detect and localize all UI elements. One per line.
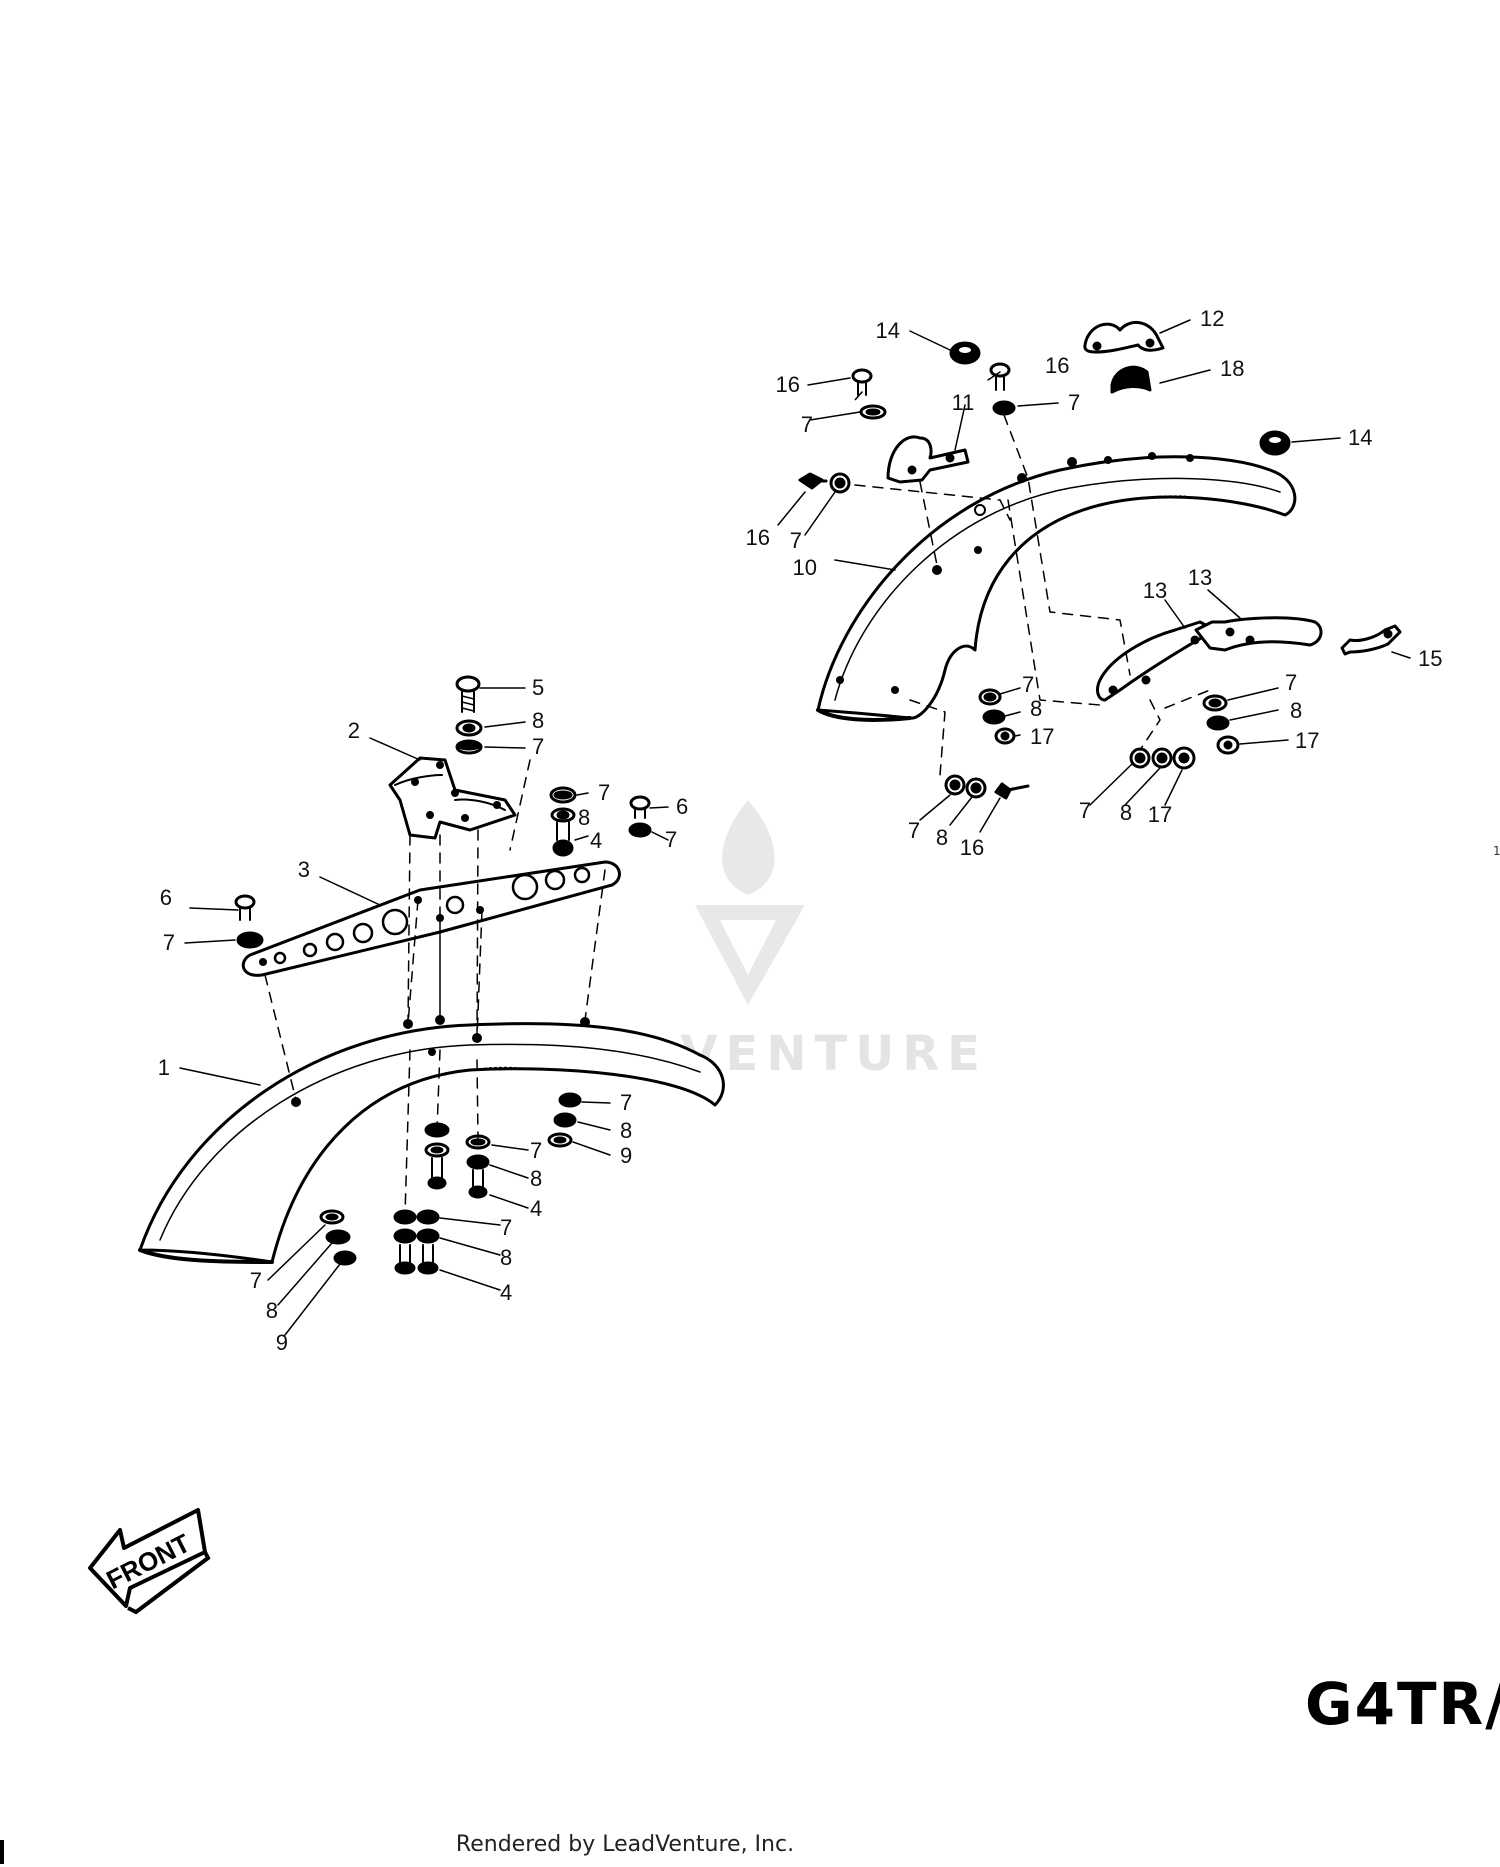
- callout-16-b: 16: [1045, 353, 1069, 378]
- screw-16-top-left: [851, 368, 887, 420]
- callout-9-a: 9: [620, 1143, 632, 1168]
- callout-7-n: 7: [1079, 798, 1091, 823]
- front-direction-arrow: FRONT: [88, 1508, 211, 1615]
- clamp-12: [1083, 321, 1165, 354]
- front-assembly-lines: [264, 759, 606, 1216]
- callout-16-a: 16: [776, 372, 800, 397]
- callout-6-b: 6: [160, 885, 172, 910]
- callout-7-d: 7: [163, 930, 175, 955]
- rear-fender: [816, 455, 1297, 720]
- callout-16-c: 16: [746, 525, 770, 550]
- grommet-14-left: [949, 341, 981, 365]
- footer-text: Rendered by LeadVenture, Inc.: [455, 1832, 795, 1857]
- model-code: G4TR/: [1305, 1670, 1500, 1738]
- bolt-5: [455, 675, 483, 755]
- callout-13-b: 13: [1188, 565, 1212, 590]
- callout-7-a: 7: [532, 734, 544, 759]
- callout-8-f: 8: [266, 1298, 278, 1323]
- callout-7-m: 7: [1285, 670, 1297, 695]
- callout-5: 5: [532, 675, 544, 700]
- bracket-15: [1340, 624, 1402, 656]
- callout-4-b: 4: [530, 1196, 542, 1221]
- callout-7-k: 7: [790, 528, 802, 553]
- callout-8-g: 8: [1030, 696, 1042, 721]
- callout-8-c: 8: [620, 1118, 632, 1143]
- callout-8-j: 8: [936, 825, 948, 850]
- callout-1: 1: [158, 1055, 170, 1080]
- callout-7-h: 7: [250, 1268, 262, 1293]
- callout-10: 10: [793, 555, 817, 580]
- callout-3: 3: [298, 857, 310, 882]
- svg-text:1: 1: [1493, 844, 1500, 858]
- callout-12: 12: [1200, 306, 1224, 331]
- callout-7-c: 7: [665, 827, 677, 852]
- callout-13-a: 13: [1143, 578, 1167, 603]
- front-lower-hardware: [319, 1092, 582, 1275]
- callout-8-d: 8: [530, 1166, 542, 1191]
- callout-8-b: 8: [578, 805, 590, 830]
- screw-16-side: [798, 472, 851, 494]
- rear-callouts: 14 12 18 14 16 16 7 7 11 16 7 10 13 13 1…: [746, 306, 1443, 860]
- callout-15: 15: [1418, 646, 1442, 671]
- bolt-6-left: [234, 894, 264, 949]
- callout-17-a: 17: [1030, 724, 1054, 749]
- bracket-13-lower: [1096, 620, 1217, 702]
- rear-lower-hardware: [944, 688, 1240, 800]
- footer-credit: Rendered by LeadVenture, Inc.: [0, 1832, 1500, 1857]
- grommet-14-right: [1259, 430, 1291, 456]
- rear-assembly-lines: [854, 391, 1211, 776]
- bolt-4-upper: [549, 786, 577, 857]
- front-callouts: 1 2 3 5 8 7 7 8 4 6 7 6 7 7 8 9 7 8 4 7 …: [158, 675, 689, 1355]
- callout-8-e: 8: [500, 1245, 512, 1270]
- rear-fender-assembly: [777, 319, 1411, 833]
- callout-8-h: 8: [1290, 698, 1302, 723]
- callout-17-b: 17: [1295, 728, 1319, 753]
- callout-11: 11: [952, 390, 975, 415]
- callout-9-b: 9: [276, 1330, 288, 1355]
- fender-stay-bar: [241, 860, 621, 977]
- callout-14-a: 14: [876, 318, 900, 343]
- callout-4-c: 4: [500, 1280, 512, 1305]
- callout-16-d: 16: [960, 835, 984, 860]
- callout-18: 18: [1220, 356, 1244, 381]
- rear-leader-lines: [777, 319, 1411, 833]
- rubber-18: [1110, 365, 1152, 394]
- bracket-13-upper: [1194, 616, 1323, 652]
- callout-4-a: 4: [590, 828, 602, 853]
- callout-8-i: 8: [1120, 800, 1132, 825]
- callout-7-i: 7: [801, 412, 813, 437]
- callout-7-j: 7: [1068, 390, 1080, 415]
- callout-14-b: 14: [1348, 425, 1372, 450]
- front-leader-lines: [179, 687, 669, 1336]
- fender-bracket: [388, 756, 517, 840]
- edge-mark: [0, 1840, 4, 1864]
- callout-7-o: 7: [908, 818, 920, 843]
- callout-7-b: 7: [598, 780, 610, 805]
- screw-16-top-right: [989, 362, 1016, 416]
- front-fender-assembly: [138, 675, 725, 1336]
- callout-2: 2: [348, 718, 360, 743]
- callout-8-a: 8: [532, 708, 544, 733]
- callout-7-e: 7: [620, 1090, 632, 1115]
- callout-7-f: 7: [530, 1138, 542, 1163]
- bolt-6-right: [628, 795, 652, 838]
- callout-7-g: 7: [500, 1215, 512, 1240]
- callout-17-c: 17: [1148, 802, 1172, 827]
- callout-7-l: 7: [1022, 672, 1034, 697]
- front-fender: [138, 1022, 725, 1264]
- callout-6-a: 6: [676, 794, 688, 819]
